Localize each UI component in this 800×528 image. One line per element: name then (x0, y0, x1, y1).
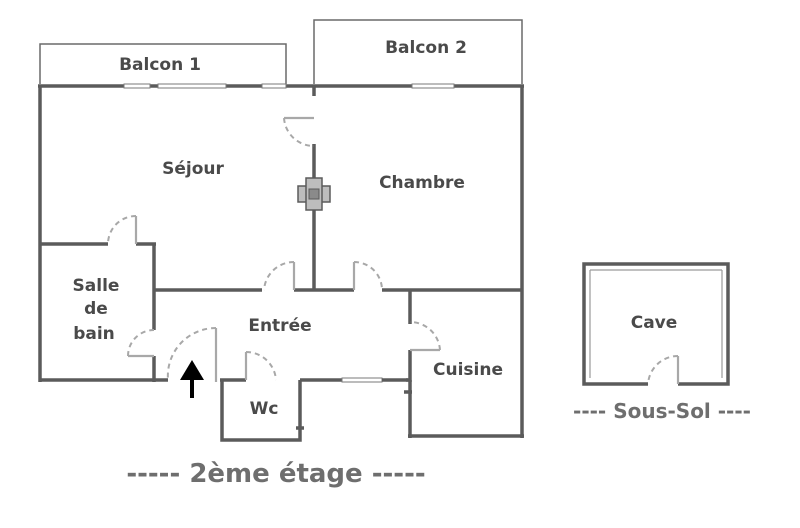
label-balcon-2: Balcon 2 (385, 38, 467, 58)
label-cuisine: Cuisine (433, 360, 503, 380)
door-bath-entree (127, 329, 155, 358)
label-entree: Entrée (248, 316, 311, 336)
door-entree-cuisine (409, 320, 441, 352)
level-label-basement: ---- Sous-Sol ---- (573, 399, 751, 423)
door-chambre-entree (352, 261, 383, 291)
door-cave (647, 354, 680, 385)
label-chambre: Chambre (379, 173, 465, 193)
label-sejour: Séjour (162, 159, 224, 179)
window (157, 83, 227, 89)
door-front (166, 326, 218, 382)
balcony-1 (39, 43, 287, 84)
window (261, 83, 287, 89)
door-sejour-bath (107, 215, 138, 245)
label-salle: Salle (73, 276, 120, 296)
door-sejour-chambre (283, 116, 315, 148)
balcony-2 (313, 19, 523, 84)
window (411, 83, 455, 89)
door-sejour-entree (263, 260, 296, 291)
heating-duct-icon (297, 177, 331, 211)
window (341, 377, 383, 383)
cave-walls (582, 262, 730, 386)
label-de: de (84, 299, 108, 319)
label-bain: bain (73, 324, 115, 344)
label-wc: Wc (250, 399, 279, 419)
apartment-walls (38, 83, 524, 438)
door-entree-wc (244, 350, 277, 381)
level-label-floor: ----- 2ème étage ----- (126, 459, 425, 489)
interior-walls (40, 86, 524, 442)
label-balcon-1: Balcon 1 (119, 55, 201, 75)
label-cave: Cave (631, 313, 678, 333)
window (123, 83, 151, 89)
entrance-arrow-icon (180, 360, 204, 398)
